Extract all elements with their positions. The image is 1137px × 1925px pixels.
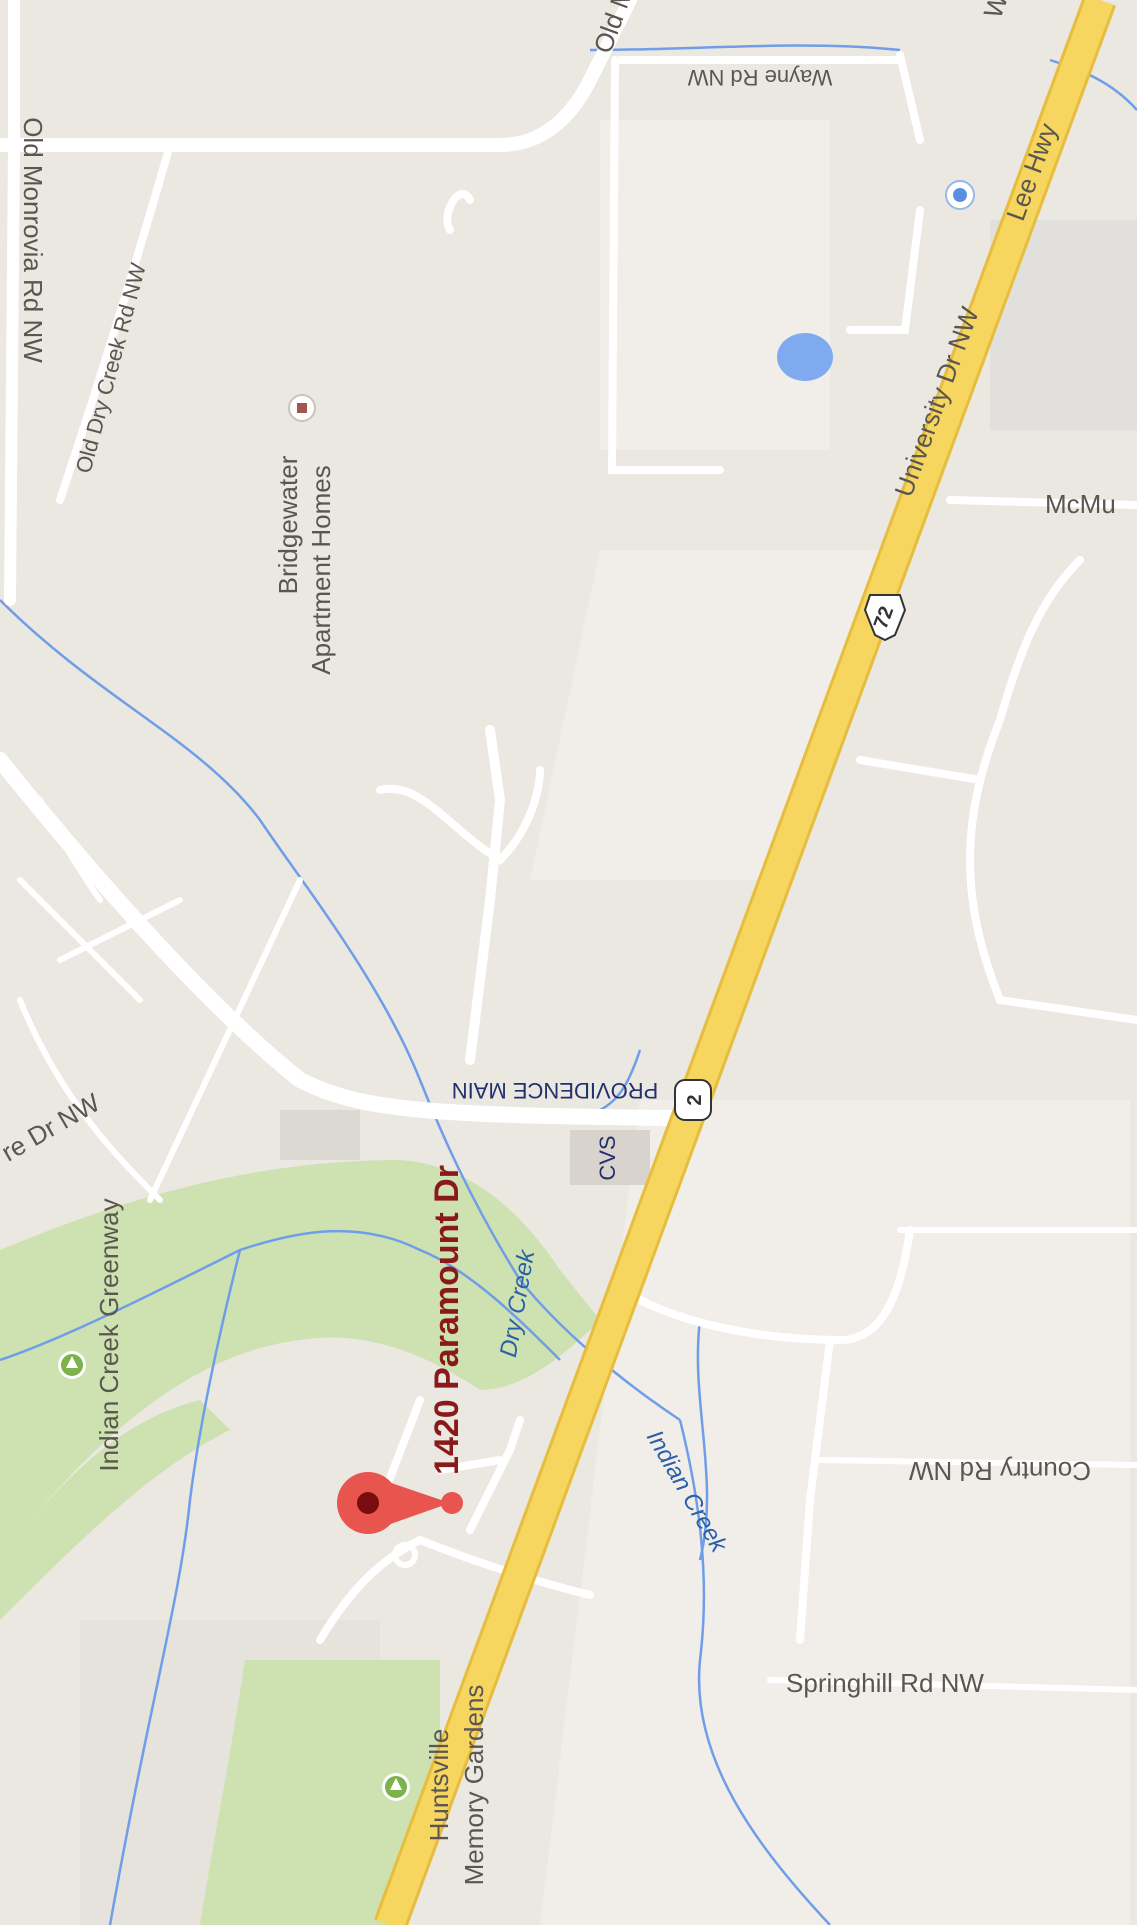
route-2-label: 2 (684, 1094, 706, 1105)
park-indian-creek-greenway (0, 1160, 600, 1560)
tree-icon (58, 1351, 86, 1379)
building-left (280, 1110, 360, 1160)
water-streams (0, 44, 1137, 1925)
cemetery-icon (382, 1773, 410, 1801)
label-bridgewater-1: Bridgewater (273, 455, 303, 594)
roundabout (392, 1542, 418, 1568)
park-greenway-lower (0, 1400, 230, 1620)
label-paramount: 1420 Paramount Dr (428, 1165, 466, 1475)
label-huntsville-1: Huntsville (424, 1729, 454, 1842)
label-wayne: Wayne Rd NW (687, 65, 832, 90)
label-bridgewater-2: Apartment Homes (306, 465, 336, 675)
highway-university-dr-fill (376, 0, 1114, 1925)
label-mcmu: McMu (1045, 489, 1116, 519)
label-providence-main: PROVIDENCE MAIN (452, 1078, 659, 1103)
square-poi-icon (288, 394, 316, 422)
pond (777, 333, 833, 381)
label-huntsville-2: Memory Gardens (459, 1685, 489, 1886)
label-springhill: Springhill Rd NW (786, 1668, 984, 1698)
land-lighter-area-3 (540, 1100, 1130, 1925)
route-72-shield: 72 (863, 594, 907, 642)
label-indian-creek-greenway: Indian Creek Greenway (94, 1198, 124, 1471)
label-cvs: CVS (595, 1135, 620, 1180)
map-pin-icon[interactable] (337, 1472, 463, 1534)
route-2-shield: 2 (674, 1079, 712, 1121)
label-old-monrovia: Old Monrovia Rd NW (18, 117, 48, 363)
label-country-rd: Country Rd NW (909, 1456, 1091, 1486)
minor-roads (0, 0, 1137, 1693)
land-lighter-area (600, 120, 830, 450)
park-memory-gardens (200, 1660, 440, 1925)
building-cvs (570, 1130, 650, 1185)
bag-icon (945, 180, 975, 210)
